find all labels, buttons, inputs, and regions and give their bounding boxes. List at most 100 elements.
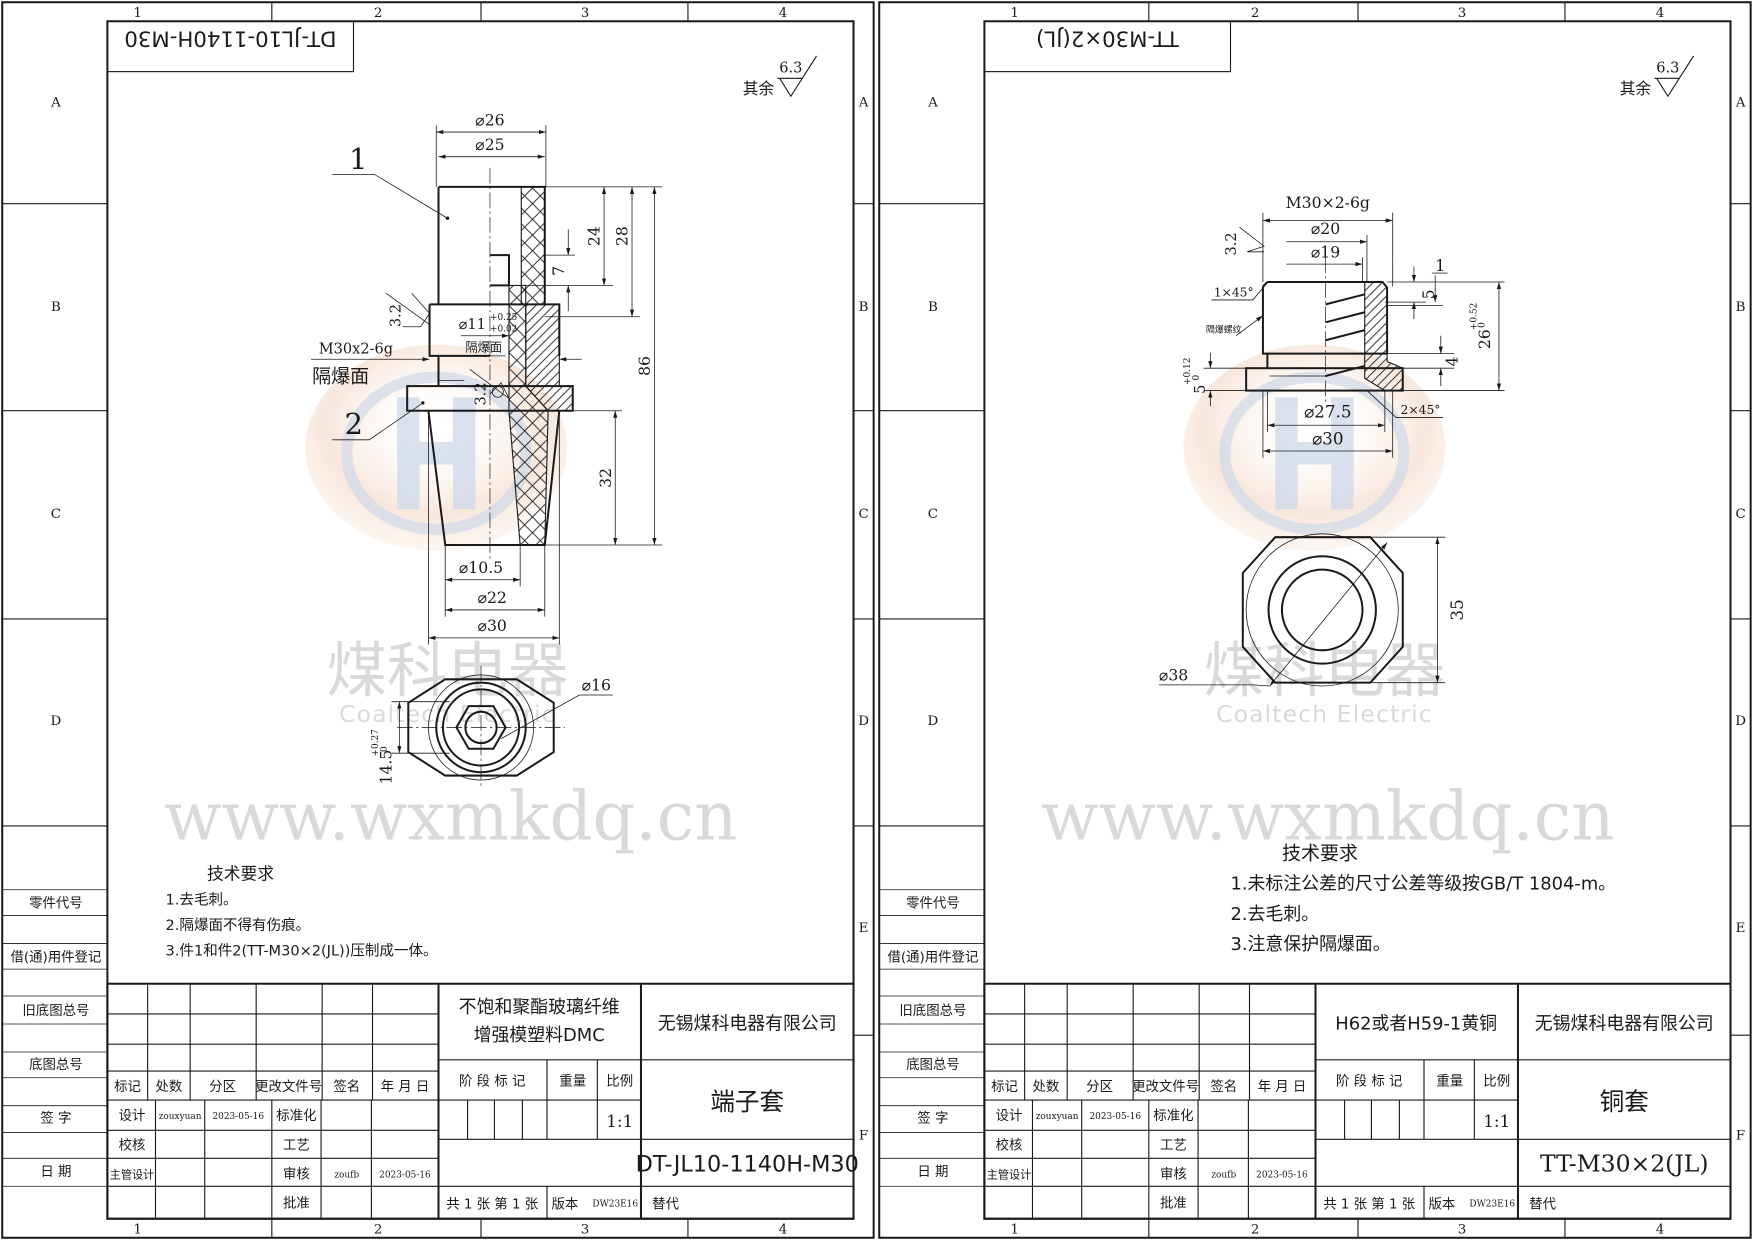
reviewer-name: zoufb [1211,1170,1236,1180]
watermark-name: 煤科电器 [327,637,569,707]
reversed-drawing-number: DT-JL10-1140H-M30 [124,25,336,50]
revision-header: 年 月 日 [381,1079,430,1095]
tech-requirements-title: 技术要求 [1282,842,1358,864]
tech-requirement-item: 3.件1和件2(TT-M30×2(JL))压制成一体。 [166,943,438,960]
approve-label: 批准 [1160,1196,1187,1212]
standardization-label: 标准化 [276,1108,316,1124]
roughness-check-icon [777,55,818,98]
flameproof-face-label: 隔爆面 [312,366,369,388]
dim-d11: ⌀11 [459,317,486,333]
zone-column-label: 3 [581,6,590,21]
stage-mark-label: 阶 段 标 记 [1336,1074,1402,1090]
dim-14-5-lower: 0 [380,746,390,752]
part-name: 铜套 [1600,1087,1649,1116]
side-label: 底图总号 [906,1057,960,1073]
design-label: 设计 [119,1108,146,1124]
flameproof-thread-label: 隔爆螺纹 [1206,323,1242,335]
side-label: 旧底图总号 [899,1003,966,1019]
dim-d11-lower: +0.02 [490,324,517,334]
zone-column-label: 1 [133,6,142,21]
dim-4: 4 [1443,356,1462,366]
zone-row-label: F [859,1128,868,1143]
thread-spec: M30x2-6g [319,342,393,358]
drawing-number: TT-M30×2(JL) [1540,1150,1709,1178]
dim-d20: ⌀20 [1311,219,1340,238]
zone-row-label: D [928,714,939,729]
watermark-url: www.wxmkdq.cn [164,777,737,855]
roughness-note-value: 6.3 [779,61,802,77]
watermark-left: 煤科电器 Coaltech Electric www.wxmkdq.cn [164,344,737,855]
zone-row-label: D [1735,714,1746,729]
part-name: 端子套 [710,1087,784,1116]
side-label: 日 期 [40,1164,71,1180]
material: H62或者H59-1黄铜 [1335,1014,1497,1035]
chief-designer-label: 主管设计 [987,1167,1032,1181]
side-label: 零件代号 [906,896,960,912]
zone-row-label: C [858,507,868,522]
zone-column-label: 2 [1251,1222,1260,1237]
review-label: 审核 [283,1166,310,1182]
revision-header: 标记 [114,1079,141,1095]
design-label: 设计 [996,1108,1023,1124]
revision-header: 签名 [1210,1078,1237,1095]
dim-26-upper: +0.52 [1470,303,1480,330]
flameproof-face-small: 隔爆面 [465,340,502,354]
tech-requirement-item: 3.注意保护隔爆面。 [1230,934,1390,955]
replace-label: 替代 [1529,1197,1556,1213]
zone-row-label: B [51,300,61,315]
logo-h [397,397,476,510]
design-date: 2023-05-16 [1090,1112,1142,1122]
zone-column-label: 4 [1656,6,1665,21]
dim-14-5-upper: +0.27 [371,729,381,757]
zone-row-label: D [51,714,62,729]
dim-d11-upper: +0.25 [490,313,517,323]
revision-header: 处数 [156,1079,183,1095]
end-view: ⌀38 35 [1159,533,1467,687]
process-label: 工艺 [1160,1137,1187,1153]
approve-label: 批准 [283,1196,310,1212]
standardization-label: 标准化 [1153,1108,1193,1124]
part-number-1: 1 [349,142,368,176]
zone-column-label: 4 [1656,1222,1665,1237]
company-name: 无锡煤科电器有限公司 [658,1014,837,1035]
weight-label: 重量 [1436,1074,1463,1090]
dim-d27-5: ⌀27.5 [1304,401,1351,421]
roughness-value: 3.2 [473,382,489,405]
zone-row-label: B [859,300,869,315]
zone-row-label: A [50,95,61,110]
dim-35: 35 [1447,599,1467,620]
reviewer-name: zoufb [334,1170,359,1180]
revision-header: 标记 [991,1079,1018,1095]
side-label: 底图总号 [29,1057,83,1073]
zone-row-label: B [928,300,938,315]
roughness-note-label: 其余 [743,79,775,98]
zone-row-label: F [1736,1128,1745,1143]
revision-header: 分区 [1086,1079,1113,1095]
side-label: 签 字 [40,1109,71,1126]
company-name: 无锡煤科电器有限公司 [1535,1014,1714,1035]
revision-header: 更改文件号 [1132,1079,1199,1095]
side-label: 零件代号 [29,896,83,912]
zone-row-label: B [1736,300,1746,315]
scale-value: 1:1 [606,1111,633,1131]
review-date: 2023-05-16 [379,1170,431,1180]
dim-5: 5 [1419,289,1438,299]
dim-26-lower: 0 [1477,322,1487,328]
dim-d38: ⌀38 [1159,665,1188,684]
dim-d26: ⌀26 [475,110,504,129]
version-value: DW23E16 [1469,1199,1515,1209]
stage-mark-label: 阶 段 标 记 [459,1074,525,1090]
chief-designer-label: 主管设计 [110,1167,155,1181]
designer-name: zouxyuan [159,1112,202,1122]
revision-header: 分区 [209,1079,236,1095]
reversed-drawing-number: TT-M30×2(JL) [1036,25,1180,50]
dim-d16: ⌀16 [582,676,611,695]
zone-column-label: 1 [1010,1222,1019,1237]
weight-label: 重量 [559,1074,586,1090]
tech-requirement-item: 1.去毛刺。 [166,891,238,908]
zone-row-label: A [1735,95,1746,110]
